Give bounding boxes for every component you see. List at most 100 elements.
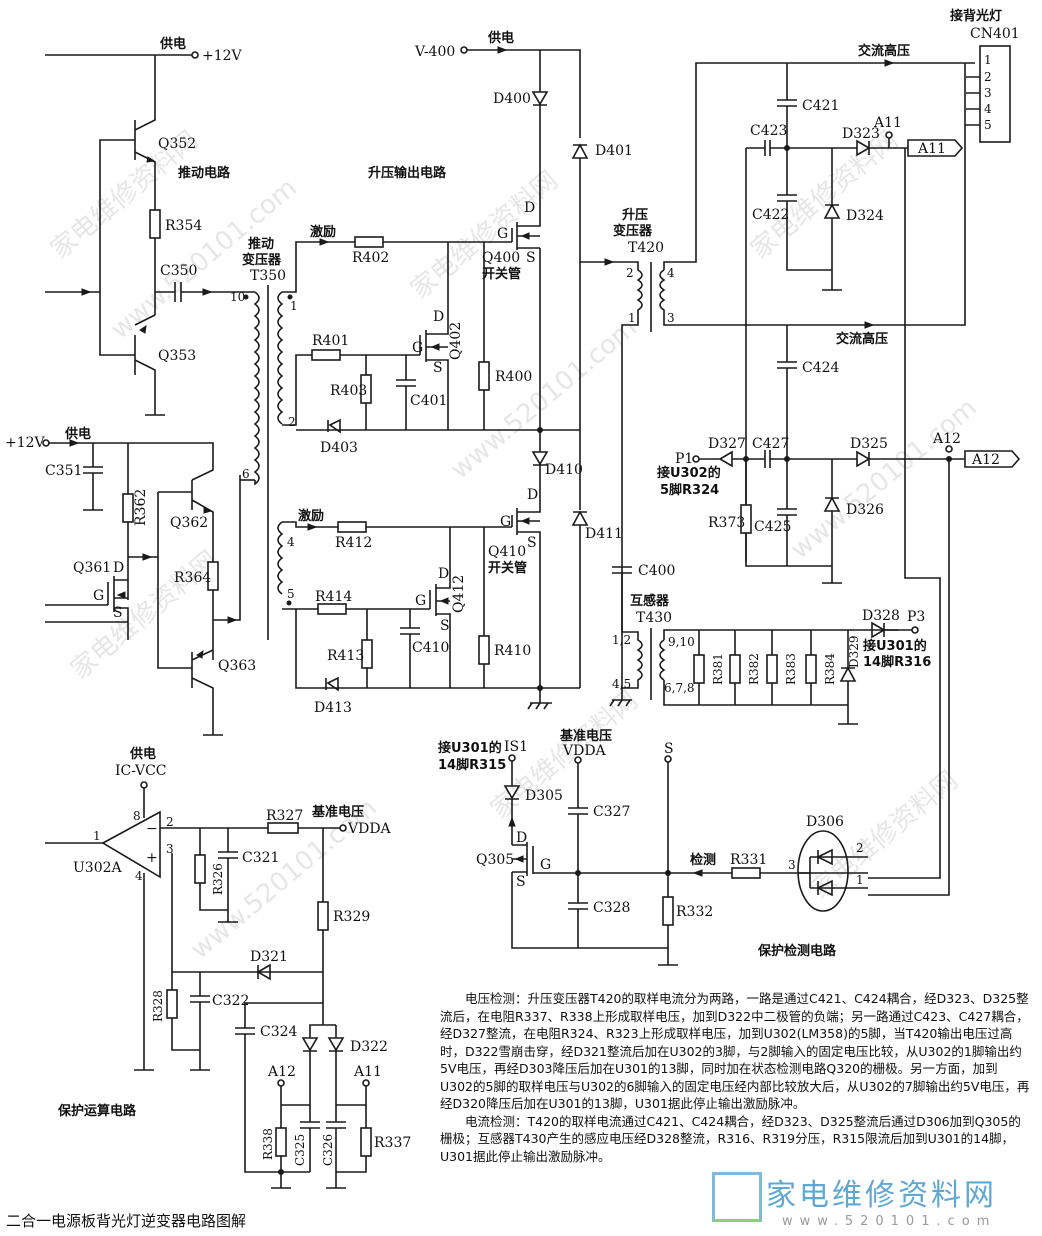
- a12-net-flag: [964, 450, 1021, 468]
- p3-label: P3: [907, 609, 925, 625]
- t350-pin-6: 6: [242, 467, 250, 481]
- r331-label: R331: [730, 852, 767, 868]
- r382-symbol: [729, 654, 741, 684]
- d306-pin-2: 2: [856, 841, 864, 855]
- q402-drain-label: D: [433, 309, 444, 325]
- r327-label: R327: [266, 808, 303, 824]
- vdda-caption-2: 基准电压: [559, 728, 612, 744]
- d411-label: D411: [585, 526, 623, 542]
- r412-label: R412: [335, 535, 372, 551]
- c350-label: C350: [160, 263, 197, 279]
- q412-gate-label: G: [415, 593, 426, 609]
- d306-pin-3: 3: [788, 858, 796, 872]
- t420-pin-4: 4: [667, 266, 675, 280]
- t350-pin-1: 1: [290, 299, 298, 313]
- plus12v-label-2: +12V: [5, 435, 46, 451]
- vdda-label: VDDA: [347, 821, 392, 837]
- t430-current-transformer: C400 互感器 T430 1,2 4,5 9,10 6,7,8 R381 R3…: [609, 563, 931, 725]
- r413-label: R413: [327, 648, 364, 664]
- r373-label: R373: [708, 515, 745, 531]
- d327-label: D327: [708, 436, 746, 452]
- q305-source-label: S: [516, 874, 526, 890]
- logo-book-icon: [712, 1172, 762, 1222]
- c325-label: C325: [293, 1134, 307, 1166]
- r400-label: R400: [495, 369, 532, 385]
- supply-label: 供电: [159, 36, 186, 52]
- q305-drain-label: D: [516, 830, 527, 846]
- logo-text: 家电维修资料网: [766, 1178, 997, 1213]
- d322-label: D322: [350, 1039, 388, 1055]
- q353-label: Q353: [158, 348, 196, 364]
- r354-label: R354: [165, 218, 202, 234]
- q352-label: Q352: [158, 136, 196, 152]
- r384-symbol: [805, 654, 817, 684]
- r413-symbol: [361, 639, 373, 669]
- u302-pin-2: 2: [166, 815, 174, 829]
- a12-flag-label: A12: [971, 452, 1000, 468]
- q400-drain-label: D: [524, 200, 535, 216]
- d329-label: D329: [847, 635, 861, 668]
- a12-tp-label: A12: [932, 431, 961, 447]
- d400-label: D400: [493, 91, 531, 107]
- q362-label: Q362: [170, 515, 208, 531]
- protect-calc-section-label: 保护运算电路: [57, 1103, 137, 1119]
- is1-label: IS1: [504, 739, 528, 755]
- cn401-body: [979, 45, 1011, 143]
- c423-label: C423: [750, 123, 787, 139]
- t430-label: T430: [636, 610, 672, 626]
- q400-gate-label: G: [497, 226, 508, 242]
- c324-label: C324: [260, 1024, 298, 1040]
- d401-label: D401: [595, 143, 633, 159]
- r364-symbol: [207, 561, 219, 591]
- r381-label: R381: [711, 653, 725, 685]
- t430-pin-910: 9,10: [668, 635, 695, 649]
- plus12v-label: +12V: [202, 48, 243, 64]
- r383-symbol: [766, 654, 778, 684]
- t350-pin-2: 2: [288, 415, 296, 429]
- p3-note-1: 接U301的: [863, 638, 927, 654]
- boost-supply: V-400 供电 D400 D401: [414, 30, 633, 430]
- u302-plus: +: [146, 850, 158, 866]
- supply-label-2: 供电: [64, 426, 91, 442]
- c401-label: C401: [410, 393, 447, 409]
- r410-label: R410: [494, 643, 531, 659]
- t350-pin-10: 10: [230, 290, 245, 304]
- r401-symbol: [311, 349, 341, 361]
- d410-label: D410: [545, 462, 583, 478]
- watermark-text: www.520101.com: [785, 393, 983, 566]
- q402-gate-label: G: [412, 340, 423, 356]
- t420-transformer: 升压 变压器 T420 2 1 4 3 交流高压 交流高压: [613, 43, 975, 688]
- q410-gate-label: G: [500, 514, 511, 530]
- r326-label: R326: [211, 863, 225, 895]
- drive-supply-circuit: +12V 供电 C351 R362 Q362 R364 Q363 Q361 D …: [5, 426, 256, 736]
- is1-note-2: 14脚R315: [438, 757, 506, 773]
- r329-label: R329: [333, 909, 370, 925]
- r410-symbol: [478, 635, 490, 665]
- p1-note-2: 5脚R324: [660, 482, 719, 498]
- u302-pin-1: 1: [93, 829, 101, 843]
- q410-label: Q410: [488, 544, 526, 560]
- d403-label: D403: [320, 440, 358, 456]
- a11-detection: C421 C423 C422 D324 D323 A11 A11: [745, 63, 964, 879]
- r373-symbol: [740, 504, 752, 534]
- r327-symbol: [267, 822, 299, 834]
- t420-pin-1: 1: [628, 311, 636, 325]
- d323-label: D323: [842, 126, 880, 142]
- q363-label: Q363: [218, 658, 256, 674]
- d325-label: D325: [850, 436, 888, 452]
- excite-label-1: 激励: [310, 224, 336, 240]
- q400-caption: 开关管: [482, 266, 521, 282]
- c422-label: C422: [752, 207, 789, 223]
- c421-label: C421: [802, 98, 839, 114]
- ct-caption: 互感器: [630, 593, 670, 609]
- r332-symbol: [662, 896, 674, 926]
- r381-symbol: [693, 654, 705, 684]
- boost-section-label: 升压输出电路: [368, 165, 447, 181]
- d413-label: D413: [314, 700, 352, 716]
- r362-label: R362: [133, 489, 149, 526]
- c326-label: C326: [321, 1134, 335, 1166]
- protect-calc-circuit: 供电 IC-VCC 1 2 3 4 8 − + U302A R326 C321 …: [45, 746, 411, 1189]
- d326-label: D326: [846, 502, 884, 518]
- t430-pin-45: 4,5: [612, 677, 631, 691]
- p1-label: P1: [675, 451, 693, 467]
